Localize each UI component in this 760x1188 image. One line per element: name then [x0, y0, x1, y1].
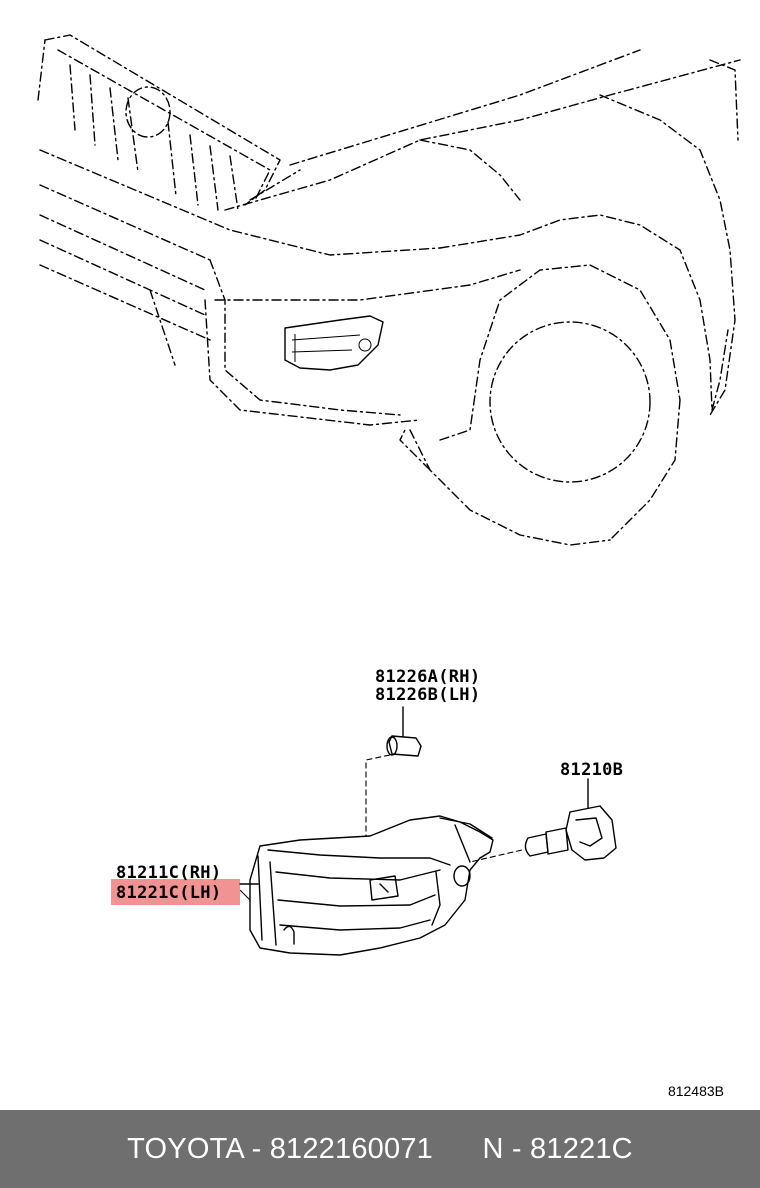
label-81226b-lh: 81226B(LH) [375, 685, 480, 705]
label-81226a-rh: 81226A(RH) [375, 667, 480, 687]
bulb-socket-part [365, 706, 422, 836]
fog-lamp-exploded-view: 81226A(RH) 81226B(LH) 81210B 81211C(RH) … [111, 667, 623, 956]
label-81211c-rh: 81211C(RH) [116, 863, 221, 883]
fog-lamp-part [239, 815, 494, 956]
part-number-footer: TOYOTA - 8122160071 N - 81221C [0, 1110, 760, 1188]
diagram-reference-code: 812483B [668, 1083, 724, 1099]
vehicle-front-illustration [37, 34, 741, 546]
label-81221c-lh: 81221C(LH) [116, 883, 221, 903]
part-highlight [111, 879, 240, 905]
parts-diagram: 81226A(RH) 81226B(LH) 81210B 81211C(RH) … [37, 34, 741, 1099]
label-81210b: 81210B [560, 760, 623, 780]
bulb-part [469, 778, 617, 863]
footer-part-number-text: TOYOTA - 8122160071 N - 81221C [127, 1132, 633, 1165]
